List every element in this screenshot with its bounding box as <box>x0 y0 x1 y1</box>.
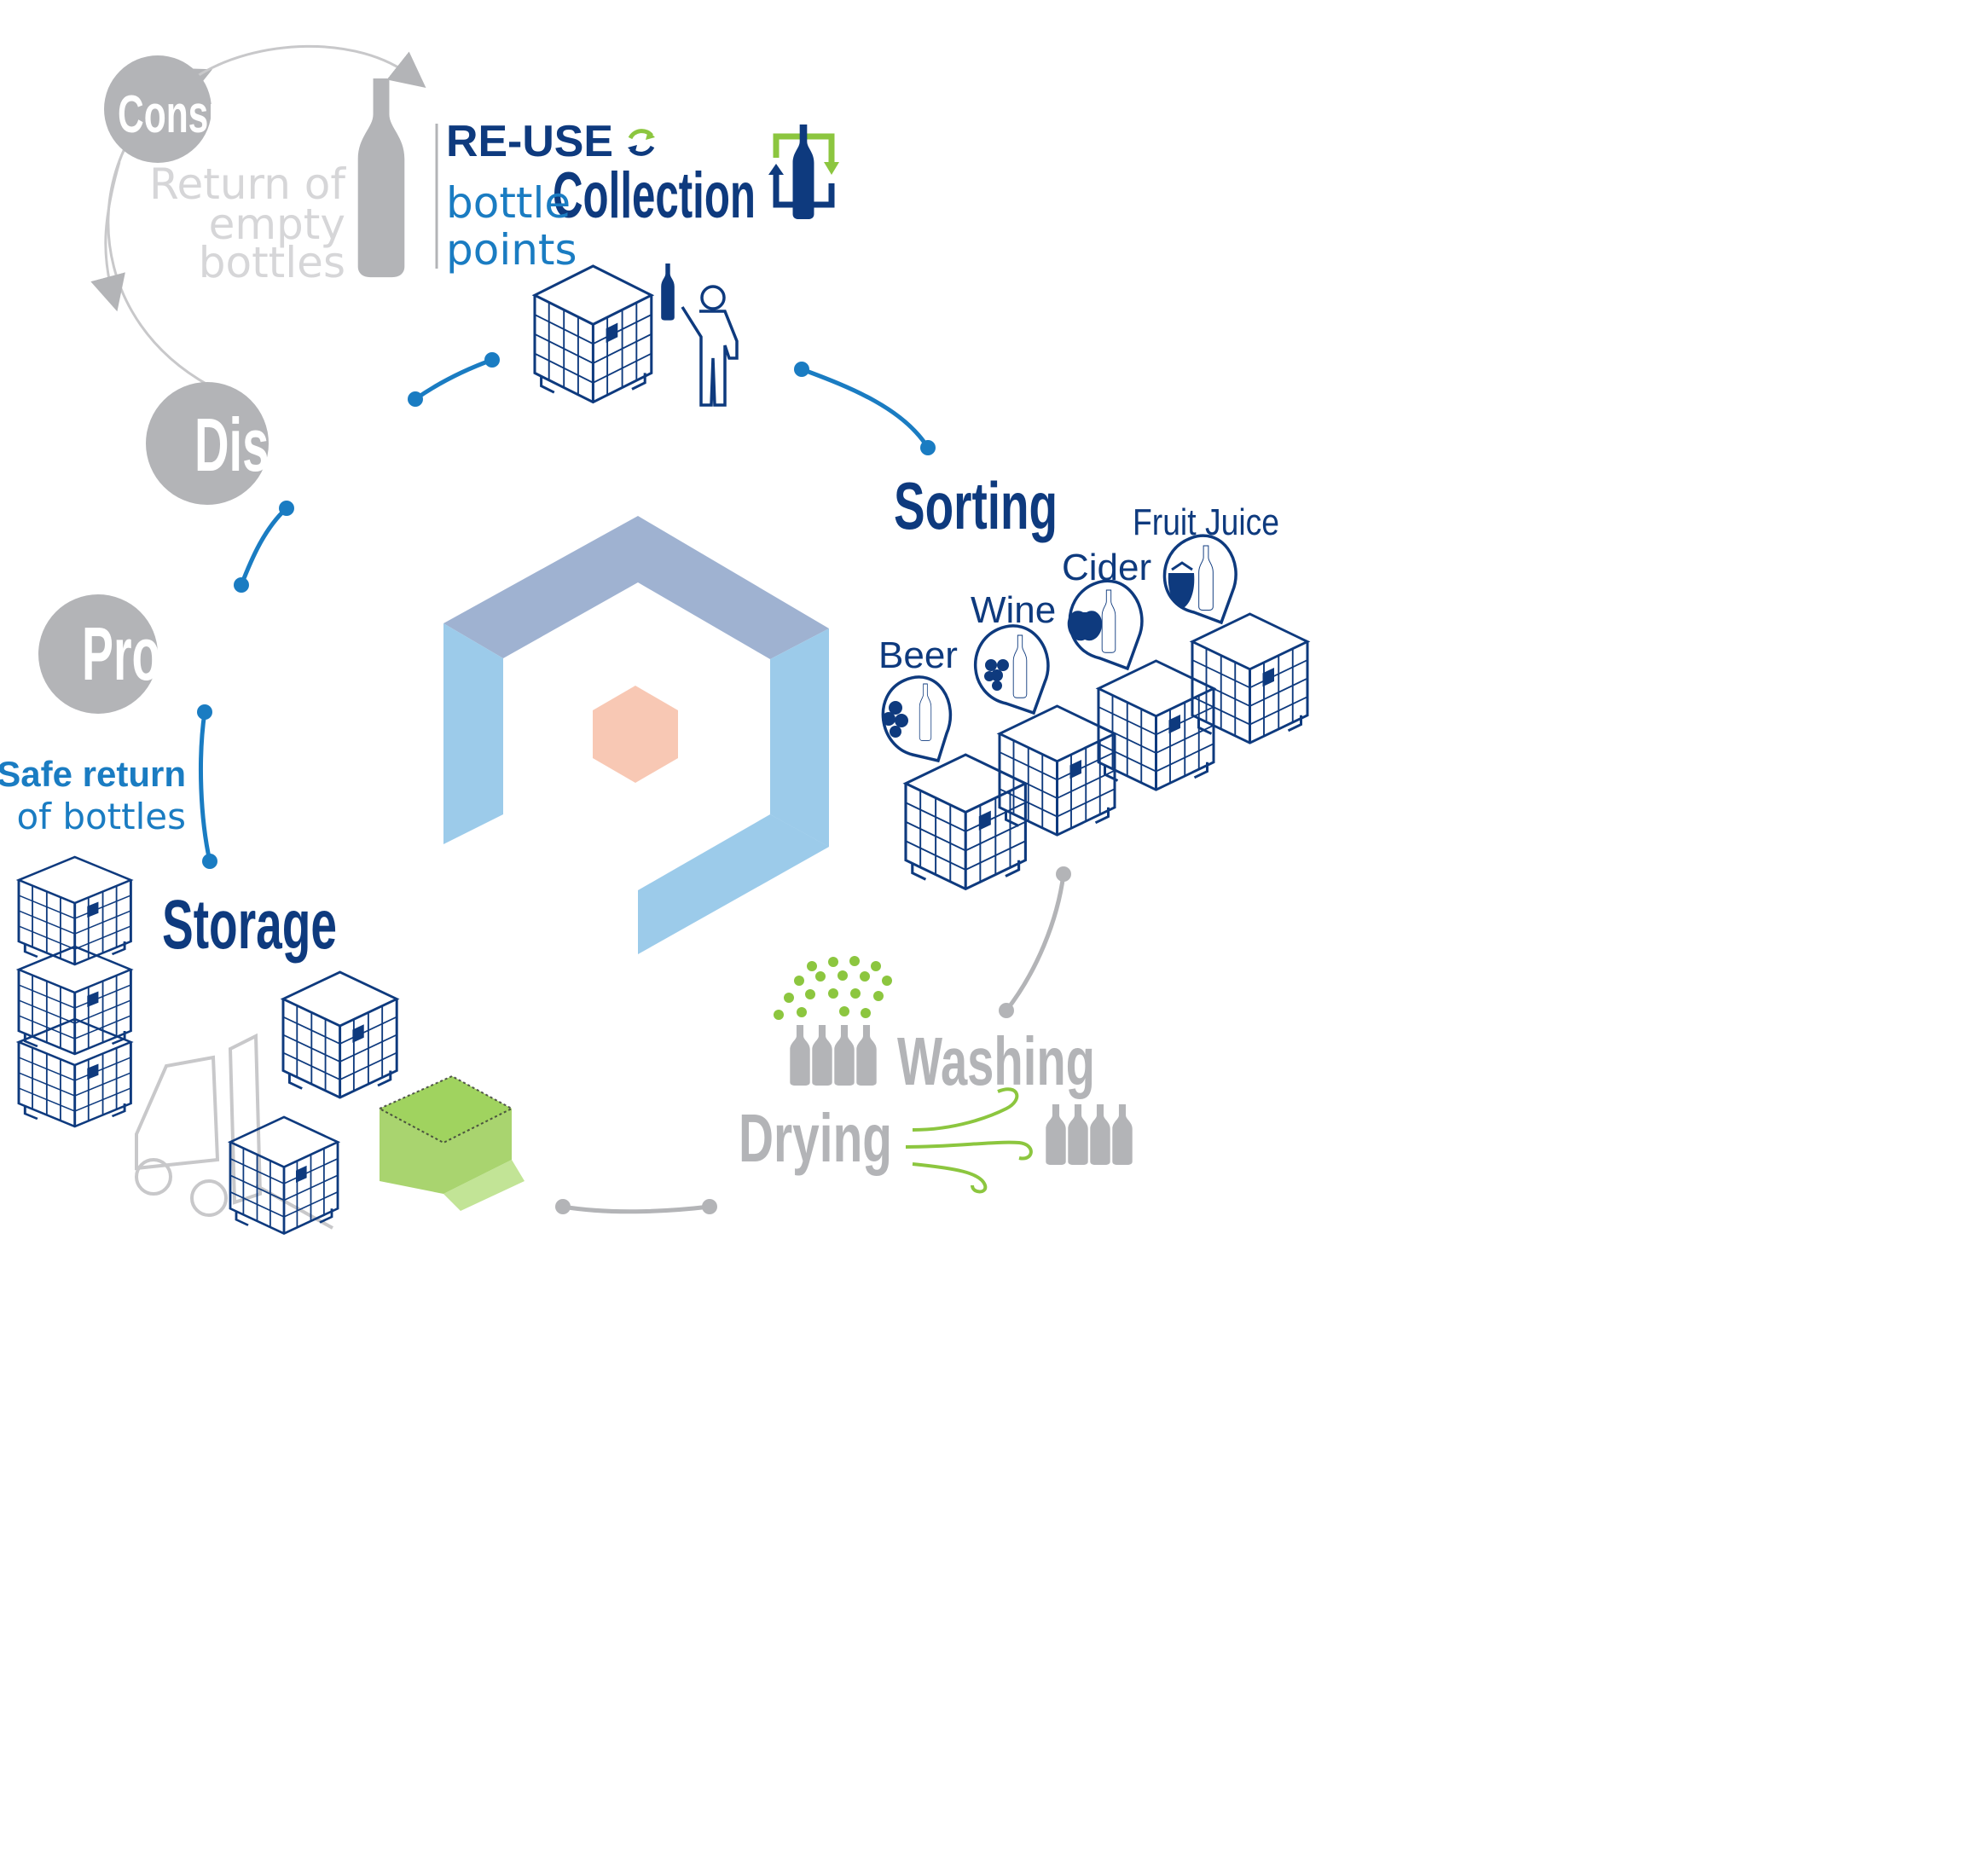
washing-node <box>774 956 892 1086</box>
drying-node <box>905 1087 1133 1194</box>
safe-return-line2: of bottles <box>16 796 186 837</box>
sorting-cat-cider: Cider <box>1062 547 1151 588</box>
beer-bubble <box>881 675 953 763</box>
grapes-icon <box>984 659 1009 691</box>
central-hexagon-logo <box>443 516 829 954</box>
distributors-title: Distributors <box>194 402 466 487</box>
storage-node <box>17 855 525 1235</box>
labels: Consumers Return of empty bottles RE-USE… <box>0 85 1279 1176</box>
sorting-node <box>881 534 1309 891</box>
reuse-label: RE-USE <box>446 117 613 166</box>
producers-circle <box>38 594 158 714</box>
connector-lines <box>90 44 1071 1214</box>
cider-bubble <box>1067 579 1144 671</box>
drying-title: Drying <box>739 1100 892 1176</box>
collection-sub-2: points <box>446 225 577 275</box>
collection-title: Collection <box>553 159 756 232</box>
storage-title: Storage <box>162 886 337 964</box>
sorting-cat-wine: Wine <box>971 589 1056 631</box>
consumers-circle <box>104 55 212 163</box>
recycle-icon <box>628 129 655 156</box>
forklift-icon <box>135 1033 333 1230</box>
pallet-icon <box>281 970 398 1099</box>
sorting-title: Sorting <box>894 468 1058 543</box>
crate-icon <box>533 264 653 404</box>
sorting-cat-beer: Beer <box>878 634 958 676</box>
apple-icon <box>1067 611 1103 641</box>
collection-node <box>435 124 839 407</box>
consumers-note-1: Return of <box>149 159 346 209</box>
consumers-note-3: bottles <box>199 238 345 287</box>
bottle-icon <box>357 78 405 278</box>
washing-title: Washing <box>897 1023 1095 1099</box>
spray-icon <box>774 956 892 1020</box>
juice-bubble <box>1162 534 1237 625</box>
crate-stack-icon <box>17 855 132 1128</box>
safe-return-line1: Safe return <box>0 754 186 794</box>
person-icon <box>661 264 739 407</box>
hops-icon <box>882 701 908 738</box>
bottle-return-icon <box>768 125 839 219</box>
producers-title: Producers <box>82 611 316 696</box>
consumers-title: Consumers <box>118 85 317 144</box>
collection-sub-1: bottle <box>446 178 571 228</box>
distributors-circle <box>146 382 269 505</box>
consumers-note-2: empty <box>209 200 345 249</box>
wind-icon <box>905 1087 1033 1194</box>
strawberry-icon <box>1168 561 1195 609</box>
cover-icon <box>377 1074 525 1211</box>
wine-bubble <box>973 624 1050 715</box>
consumers-node <box>104 55 405 278</box>
sorting-cat-juice: Fruit Juice <box>1133 501 1279 543</box>
